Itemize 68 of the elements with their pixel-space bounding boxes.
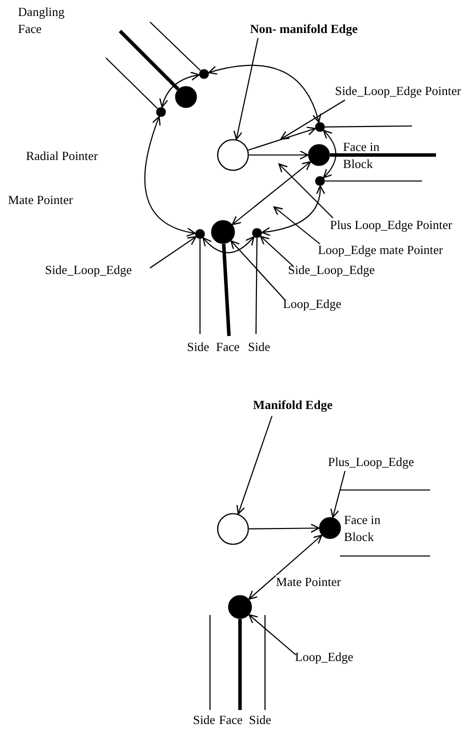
line [330,153,436,157]
double-arrow [208,64,321,123]
dot [156,107,166,117]
dot [228,595,252,619]
arrow [280,100,346,140]
arrow [230,240,286,300]
double-arrow [261,185,325,236]
line [264,615,266,710]
callout-label: Non- manifold Edge [250,22,358,36]
arrow [236,416,273,514]
arrow [278,163,334,218]
callout-label: Face [216,340,240,354]
line [255,238,258,334]
line [199,239,201,334]
callout-label: Side [187,340,210,354]
callout-label: Side [248,340,270,354]
line [150,22,201,71]
line [325,125,412,128]
line [222,244,231,336]
dot [195,229,205,239]
arrow [248,126,316,151]
text-label: Face in Block [343,139,380,173]
arrow [234,38,259,140]
dot [308,144,330,166]
double-arrow [160,72,200,108]
double-arrow [232,161,312,226]
dot [252,228,262,238]
arrow [273,206,320,244]
dot [319,517,341,539]
callout-label: Side [249,713,272,727]
open-circle [217,139,249,171]
callout-label: Side [193,713,216,727]
line [325,180,422,182]
text-label: Face in Block [344,512,382,546]
callout-label: Loop_Edge mate Pointer [318,243,443,257]
callout-label: Side_Loop_Edge Pointer [335,84,462,98]
callout-label: Plus_Loop_Edge [328,455,414,469]
arrow [260,236,294,266]
arrow [249,524,320,533]
callout-label: Side_Loop_Edge [45,263,132,277]
callout-label: Face [219,713,243,727]
callout-label: Side_Loop_Edge [288,263,375,277]
callout-label: Loop_Edge [295,650,354,664]
double-arrow [144,116,196,236]
arrow [248,614,296,656]
dot [211,220,235,244]
line [106,58,158,109]
line [238,619,242,710]
arrow [249,150,309,160]
double-arrow [248,534,322,600]
dot [315,176,325,186]
callout-label: Plus Loop_Edge Pointer [330,218,452,232]
line [209,615,211,710]
dot [199,69,209,79]
line [118,30,180,90]
dot [315,122,325,132]
text-label: Radial Pointer [26,149,98,163]
open-circle [217,513,249,545]
arrow [150,236,196,268]
arrow [330,470,346,518]
double-arrow [202,236,254,254]
text-label: Mate Pointer [8,193,73,207]
callout-label: Manifold Edge [253,398,333,412]
edge-label: Mate Pointer [276,575,341,589]
double-arrow [323,130,336,178]
dot [175,86,197,108]
text-label: Dangling Face [18,4,66,38]
callout-label: Loop_Edge [283,297,342,311]
